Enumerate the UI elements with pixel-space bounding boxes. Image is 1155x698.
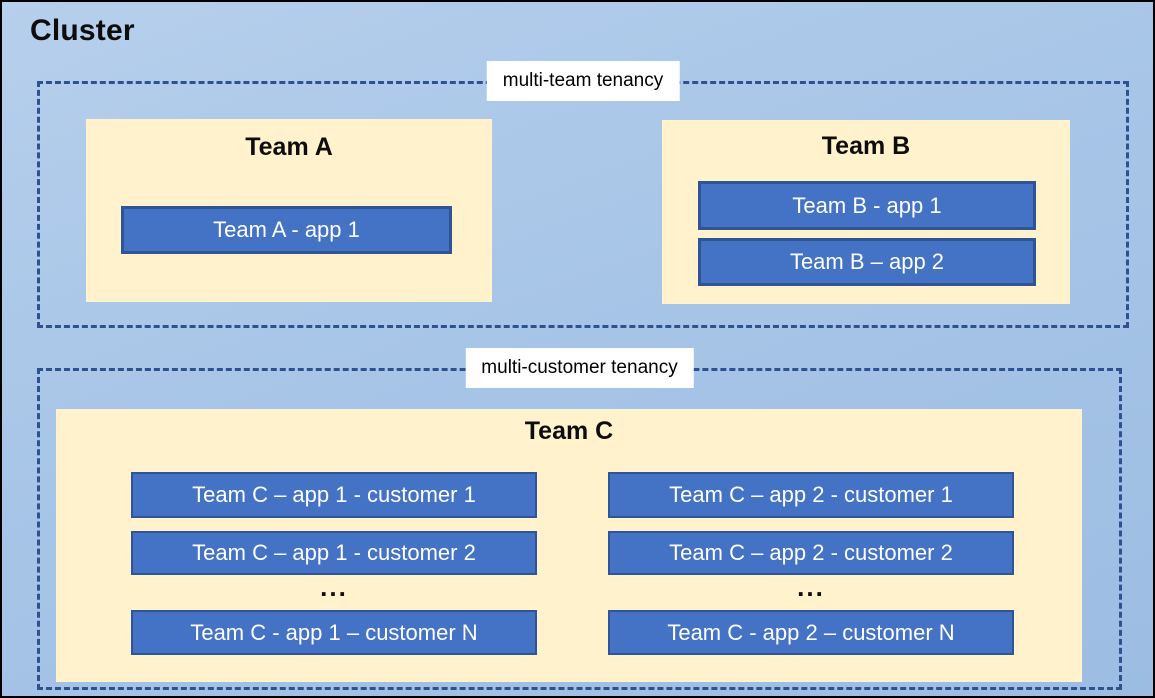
team-a-title: Team A bbox=[245, 133, 333, 161]
team-c-app1-ellipsis: ... bbox=[320, 571, 348, 602]
team-c-app2-customerN-box: Team C - app 2 – customer N bbox=[608, 610, 1014, 655]
multi-team-tenancy-zone: multi-team tenancy Team A Team A - app 1… bbox=[37, 61, 1129, 328]
team-c-app2-ellipsis: ... bbox=[797, 571, 825, 602]
multi-team-tenancy-label: multi-team tenancy bbox=[486, 61, 680, 101]
multi-customer-tenancy-zone: multi-customer tenancy Team C Team C – a… bbox=[37, 348, 1122, 690]
team-c-app1-customer1-box: Team C – app 1 - customer 1 bbox=[131, 472, 537, 518]
team-a-panel: Team A Team A - app 1 bbox=[86, 119, 492, 302]
team-c-panel: Team C Team C – app 1 - customer 1 Team … bbox=[56, 409, 1082, 682]
team-b-panel: Team B Team B - app 1 Team B – app 2 bbox=[662, 120, 1070, 304]
team-b-app-1-box: Team B - app 1 bbox=[698, 181, 1036, 230]
cluster-title: Cluster bbox=[30, 14, 135, 47]
team-a-app-1-box: Team A - app 1 bbox=[121, 206, 452, 254]
team-c-app2-customer1-box: Team C – app 2 - customer 1 bbox=[608, 472, 1014, 518]
team-c-app2-customer2-box: Team C – app 2 - customer 2 bbox=[608, 531, 1014, 575]
team-c-app1-customer2-box: Team C – app 1 - customer 2 bbox=[131, 531, 537, 575]
team-c-title: Team C bbox=[524, 417, 614, 445]
team-b-title: Team B bbox=[821, 132, 911, 160]
team-b-app-2-box: Team B – app 2 bbox=[698, 238, 1036, 286]
team-c-app1-customerN-box: Team C - app 1 – customer N bbox=[131, 610, 537, 655]
multi-customer-tenancy-label: multi-customer tenancy bbox=[465, 348, 694, 388]
